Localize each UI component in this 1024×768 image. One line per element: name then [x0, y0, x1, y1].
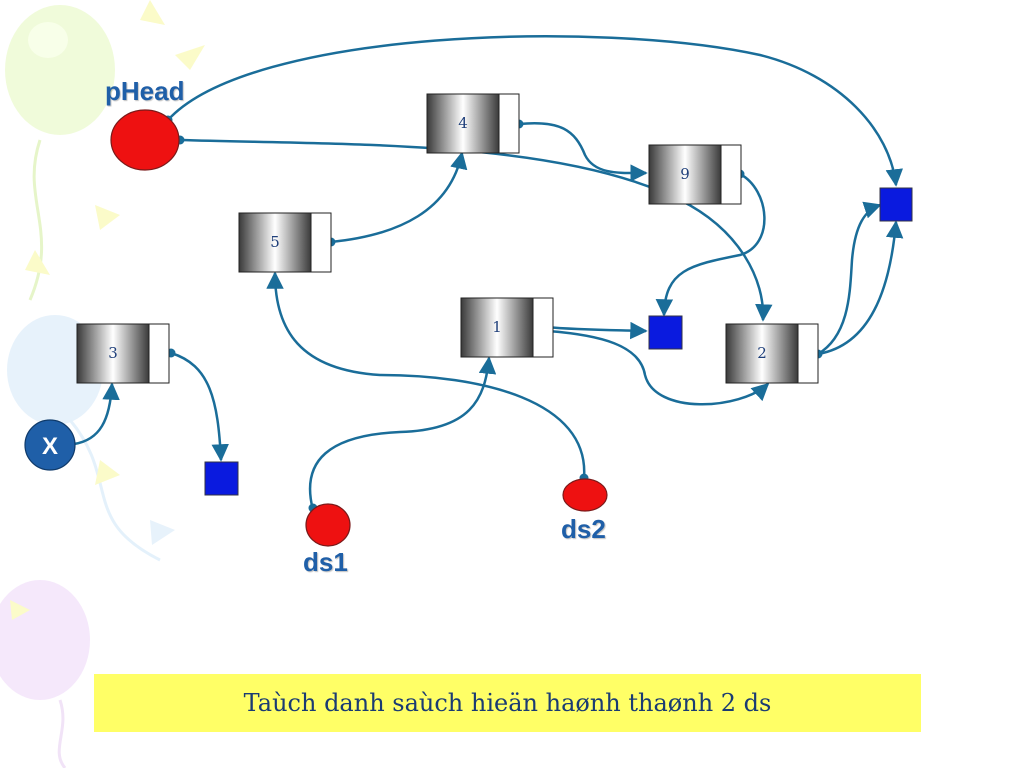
caption-text: Taùch danh saùch hieän haønh thaønh 2 ds — [243, 689, 772, 717]
x-pointer-label: X — [42, 433, 58, 460]
node-value-4: 4 — [458, 114, 468, 132]
link-2-to-null-right-a — [817, 201, 882, 356]
link-ds1-to-1 — [308, 356, 497, 511]
link-3-to-null-left — [170, 351, 229, 462]
phead-label: pHead — [105, 76, 185, 106]
node-9: 9 — [648, 144, 742, 205]
null-box-center — [648, 315, 683, 350]
null-box-left — [204, 461, 239, 496]
phead-pointer — [110, 109, 180, 171]
node-5: 5 — [238, 212, 332, 273]
link-2-to-null-right-b — [817, 220, 904, 356]
link-5-to-4 — [330, 151, 468, 244]
ds1-label: ds1 — [303, 547, 348, 577]
node-value-1: 1 — [492, 318, 502, 336]
node-value-9: 9 — [680, 165, 690, 183]
node-value-3: 3 — [108, 344, 118, 362]
null-box-right — [879, 187, 913, 222]
x-pointer — [24, 419, 76, 471]
link-phead-to-node-2 — [179, 138, 773, 322]
node-3: 3 — [76, 323, 170, 384]
link-phead-to-null-right — [167, 35, 903, 187]
node-4: 4 — [426, 93, 520, 154]
links — [73, 35, 904, 511]
ds1-pointer — [305, 503, 351, 547]
link-9-to-null-center — [655, 172, 766, 317]
ds2-pointer — [562, 478, 608, 512]
node-value-2: 2 — [757, 344, 767, 362]
link-1-to-null-center — [544, 321, 648, 340]
link-ds2-to-5 — [266, 271, 586, 479]
node-1: 1 — [460, 297, 554, 358]
ds2-label: ds2 — [561, 514, 606, 544]
link-x-to-3 — [73, 382, 120, 446]
link-4-to-9 — [518, 121, 648, 182]
link-1-to-2 — [547, 329, 770, 406]
node-2: 2 — [725, 323, 819, 384]
caption-box: Taùch danh saùch hieän haønh thaønh 2 ds — [94, 674, 921, 732]
node-value-5: 5 — [270, 233, 280, 251]
